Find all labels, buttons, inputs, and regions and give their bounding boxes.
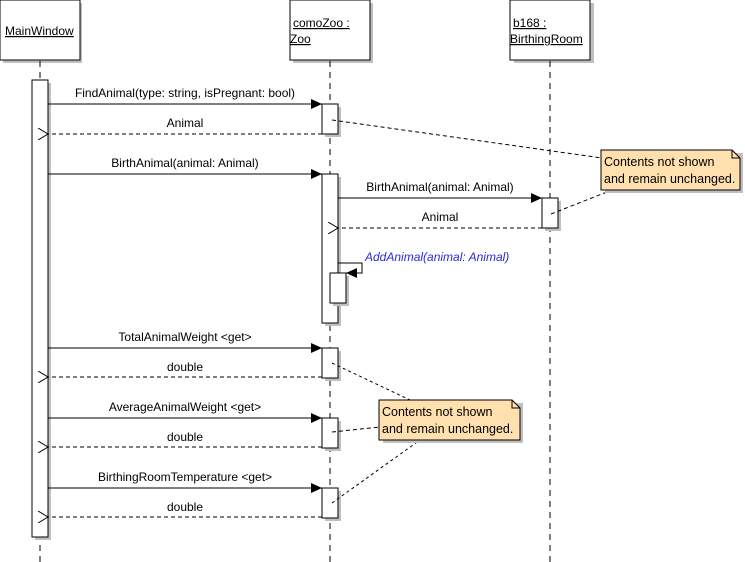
- return-animal-1[interactable]: Animal: [48, 116, 322, 134]
- note-1[interactable]: Contents not shown and remain unchanged.: [600, 149, 743, 193]
- message-label: double: [167, 430, 203, 444]
- lifeline-header-comozoo[interactable]: comoZoo : Zoo: [289, 0, 373, 63]
- activation-zoo-average[interactable]: [321, 417, 341, 451]
- return-double-3[interactable]: double: [48, 500, 322, 517]
- message-label: Animal: [422, 210, 459, 224]
- lifeline-label-line2: BirthingRoom: [510, 32, 583, 46]
- return-double-2[interactable]: double: [48, 430, 322, 447]
- lifeline-label-line1: comoZoo :: [293, 16, 350, 30]
- note-2[interactable]: Contents not shown and remain unchanged.: [378, 399, 523, 443]
- message-label: Animal: [167, 116, 204, 130]
- message-birthanimal-2[interactable]: BirthAnimal(animal: Animal): [338, 180, 542, 203]
- message-totalanimalweight[interactable]: TotalAnimalWeight <get>: [48, 330, 322, 353]
- note-line2: and remain unchanged.: [382, 422, 513, 436]
- activation-mainwindow[interactable]: [31, 79, 51, 540]
- message-label: double: [167, 360, 203, 374]
- note-line2: and remain unchanged.: [604, 172, 735, 186]
- message-label: BirthingRoomTemperature <get>: [98, 470, 272, 484]
- message-label: TotalAnimalWeight <get>: [118, 330, 251, 344]
- activation-zoo-addanimal[interactable]: [329, 272, 349, 306]
- note-line1: Contents not shown: [604, 155, 715, 169]
- lifeline-label-line1: b168 :: [513, 16, 546, 30]
- message-averageanimalweight[interactable]: AverageAnimalWeight <get>: [48, 400, 322, 423]
- return-double-1[interactable]: double: [48, 360, 322, 377]
- message-label: BirthAnimal(animal: Animal): [366, 180, 513, 194]
- note-line1: Contents not shown: [382, 405, 493, 419]
- message-label: AverageAnimalWeight <get>: [109, 400, 261, 414]
- message-birthanimal-1[interactable]: BirthAnimal(animal: Animal): [48, 156, 322, 179]
- message-label: FindAnimal(type: string, isPregnant: boo…: [75, 86, 295, 100]
- lifeline-header-mainwindow[interactable]: MainWindow: [0, 0, 82, 63]
- lifeline-label: MainWindow: [5, 24, 74, 38]
- note-connectors-2: [331, 362, 421, 504]
- activation-zoo-temperature[interactable]: [321, 487, 341, 521]
- activation-zoo-total[interactable]: [321, 347, 341, 381]
- message-findanimal[interactable]: FindAnimal(type: string, isPregnant: boo…: [48, 86, 322, 109]
- lifeline-header-b168[interactable]: b168 : BirthingRoom: [509, 0, 594, 63]
- message-label: double: [167, 500, 203, 514]
- activation-zoo-find[interactable]: [321, 103, 341, 137]
- message-label: BirthAnimal(animal: Animal): [111, 156, 258, 170]
- return-animal-2[interactable]: Animal: [338, 210, 542, 228]
- lifeline-label-line2: Zoo: [290, 32, 311, 46]
- message-birthingroomtemperature[interactable]: BirthingRoomTemperature <get>: [48, 470, 322, 493]
- message-label: AddAnimal(animal: Animal): [364, 250, 509, 264]
- activation-room-birth[interactable]: [541, 197, 561, 231]
- note-connectors-1: [331, 119, 613, 215]
- message-addanimal-self[interactable]: AddAnimal(animal: Animal): [338, 250, 509, 278]
